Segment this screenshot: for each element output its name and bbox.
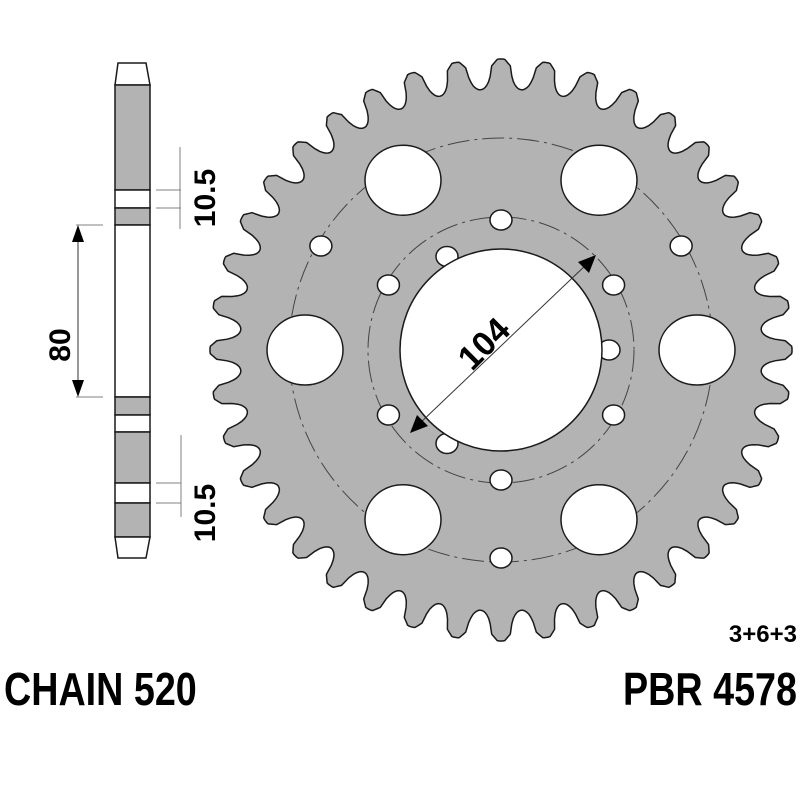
- lightening-hole: [560, 144, 638, 217]
- side-chamfer-top: [114, 62, 151, 86]
- side-view: [114, 62, 151, 559]
- side-dimensions: [76, 147, 182, 517]
- inner-bolt-hole: [376, 274, 401, 296]
- outer-bolt-hole: [669, 235, 693, 257]
- lightening-hole: [364, 483, 442, 556]
- bore-dimension-line: [417, 262, 589, 426]
- inner-bolt-hole: [601, 274, 626, 296]
- inner-bolt-hole: [489, 469, 513, 491]
- sprocket-front-view: 104: [209, 58, 793, 642]
- arrow-up-icon: [72, 225, 84, 242]
- arrow-icon: [578, 255, 596, 273]
- dim-offset-top: 10.5: [189, 169, 222, 227]
- arrow-down-icon: [72, 380, 84, 397]
- side-bore: [114, 224, 151, 398]
- lightening-hole: [364, 144, 442, 217]
- center-bore: [399, 248, 603, 452]
- inner-bolt-hole: [601, 404, 626, 426]
- hole-pattern-label: 3+6+3: [729, 621, 797, 648]
- chain-label: CHAIN 520: [4, 663, 197, 714]
- dim-offset-bottom: 10.5: [189, 484, 222, 542]
- inner-bolt-hole: [376, 404, 401, 426]
- dim-side-80: 80: [44, 328, 77, 361]
- side-chamfer-bottom: [114, 536, 151, 559]
- lightening-hole: [658, 314, 736, 386]
- arrow-icon: [410, 415, 428, 433]
- inner-bolt-hole: [489, 209, 513, 231]
- part-number: PBR 4578: [623, 663, 797, 714]
- lightening-hole: [560, 483, 638, 556]
- outer-bolt-hole: [309, 235, 333, 257]
- outer-bolt-hole: [489, 547, 513, 569]
- lightening-hole: [266, 314, 344, 386]
- inner-pitch-circle: [367, 216, 635, 484]
